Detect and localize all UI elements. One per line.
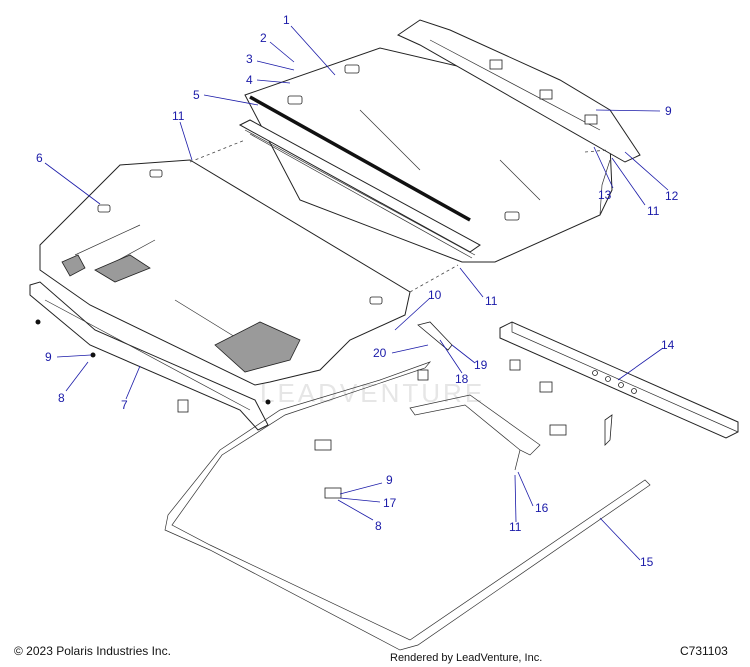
copyright-text: © 2023 Polaris Industries Inc. xyxy=(14,644,171,658)
callout-8a: 8 xyxy=(58,391,65,405)
diagram-part-number: C731103 xyxy=(680,644,728,658)
callout-17: 17 xyxy=(383,496,397,510)
leader-lines xyxy=(44,25,669,561)
callout-12: 12 xyxy=(665,189,679,203)
callout-14: 14 xyxy=(661,338,675,352)
callout-13: 13 xyxy=(598,188,612,202)
callout-6: 6 xyxy=(36,151,43,165)
callout-1: 1 xyxy=(283,13,290,27)
callout-4: 4 xyxy=(246,73,253,87)
callout-11b: 11 xyxy=(647,204,660,218)
assembly-dashed-lines xyxy=(189,139,609,293)
callout-11c: 11 xyxy=(485,294,498,308)
front-roof-panel xyxy=(39,159,411,386)
callout-11a: 11 xyxy=(172,109,185,123)
rear-light-bar xyxy=(396,19,641,163)
roof-seal-strip xyxy=(249,95,471,222)
callout-16: 16 xyxy=(535,501,549,515)
callout-20: 20 xyxy=(373,346,387,360)
callout-9b: 9 xyxy=(45,350,52,364)
callout-2: 2 xyxy=(260,31,267,45)
callout-7: 7 xyxy=(121,398,128,412)
rendered-by-text: Rendered by LeadVenture, Inc. xyxy=(390,652,543,664)
front-trim-strip xyxy=(29,281,269,431)
callout-19: 19 xyxy=(474,358,488,372)
callout-labels: 1 2 3 4 5 6 11 9 12 11 13 11 10 20 19 18… xyxy=(36,13,679,569)
hardware-clusters xyxy=(35,319,613,499)
callout-18: 18 xyxy=(455,372,469,386)
cross-bar xyxy=(499,321,739,439)
callout-9a: 9 xyxy=(665,104,672,118)
callout-9c: 9 xyxy=(386,473,393,487)
callout-8b: 8 xyxy=(375,519,382,533)
callout-5: 5 xyxy=(193,88,200,102)
callout-11d: 11 xyxy=(509,520,522,534)
callout-10: 10 xyxy=(428,288,442,302)
mounting-bracket-frame xyxy=(409,394,541,471)
windshield-seal xyxy=(164,361,651,651)
callout-3: 3 xyxy=(246,52,253,66)
callout-15: 15 xyxy=(640,555,654,569)
center-joint-rail xyxy=(238,119,481,259)
